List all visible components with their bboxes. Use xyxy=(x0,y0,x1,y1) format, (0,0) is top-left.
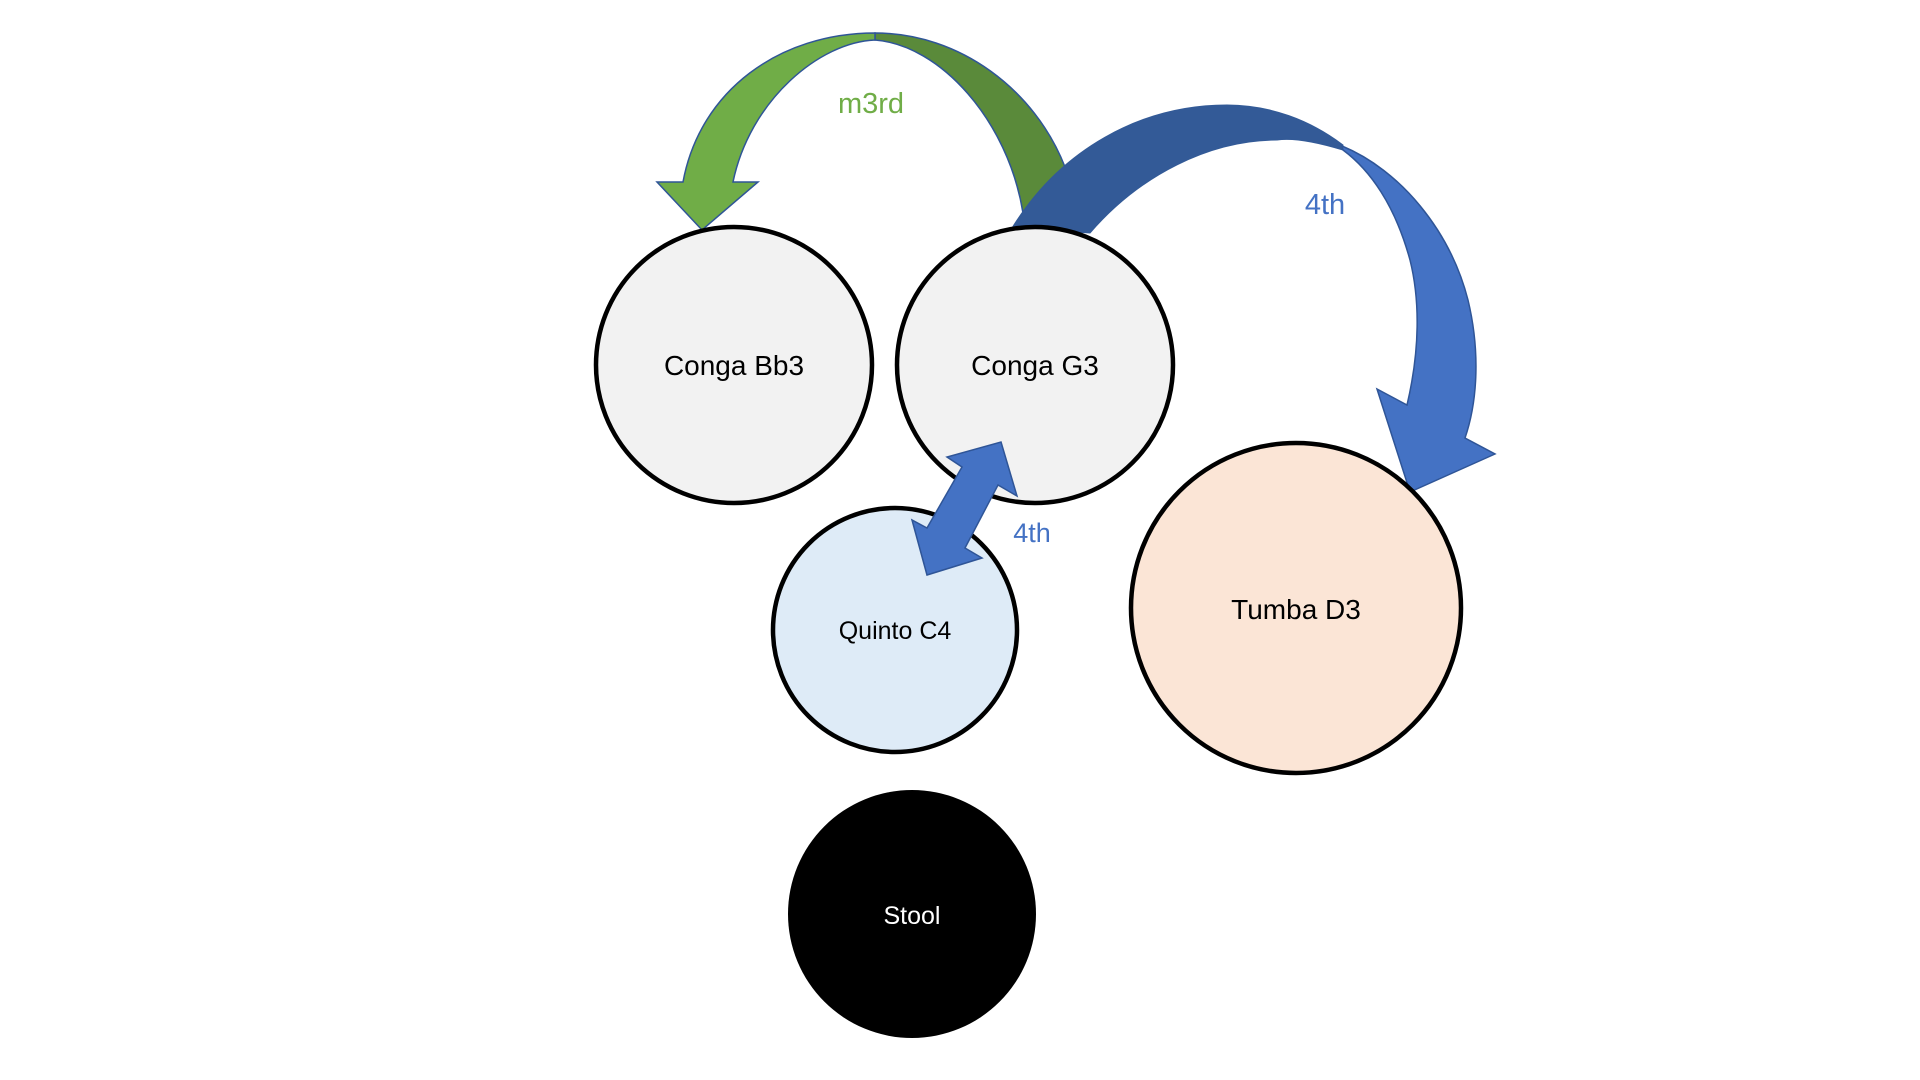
conga-g3-circle xyxy=(894,224,1176,506)
conga-bb3-label: Conga Bb3 xyxy=(664,350,804,381)
drum-quinto-c4: Quinto C4 xyxy=(770,505,1020,755)
quinto-c4-label: Quinto C4 xyxy=(839,617,952,645)
interval-label-m3rd: m3rd xyxy=(838,88,904,120)
arrow-m3rd-back xyxy=(874,32,1066,215)
arrow-4th-tumba-back xyxy=(1011,104,1344,234)
interval-label-4th-tumba: 4th xyxy=(1305,189,1345,221)
interval-label-4th-quinto: 4th xyxy=(1013,518,1051,548)
stool-circle xyxy=(788,790,1036,1038)
conga-bb3-circle xyxy=(593,224,875,506)
drum-conga-g3: Conga G3 xyxy=(894,224,1176,506)
interval-arrow-4th-quinto xyxy=(910,441,1019,576)
drum-tumba-d3: Tumba D3 xyxy=(1128,440,1464,776)
stool: Stool xyxy=(788,790,1036,1038)
conga-g3-label: Conga G3 xyxy=(971,350,1099,381)
tumba-d3-label: Tumba D3 xyxy=(1231,594,1361,625)
tumba-d3-circle xyxy=(1128,440,1464,776)
interval-arrow-4th-tumba xyxy=(1011,104,1497,494)
stool-label: Stool xyxy=(884,902,941,930)
interval-arrow-m3rd xyxy=(655,32,1066,232)
quinto-c4-circle xyxy=(770,505,1020,755)
arrow-4th-tumba-front xyxy=(1340,144,1497,494)
drum-conga-bb3: Conga Bb3 xyxy=(593,224,875,506)
arrow-m3rd-front xyxy=(655,32,876,232)
arrow-4th-quinto xyxy=(910,441,1019,576)
